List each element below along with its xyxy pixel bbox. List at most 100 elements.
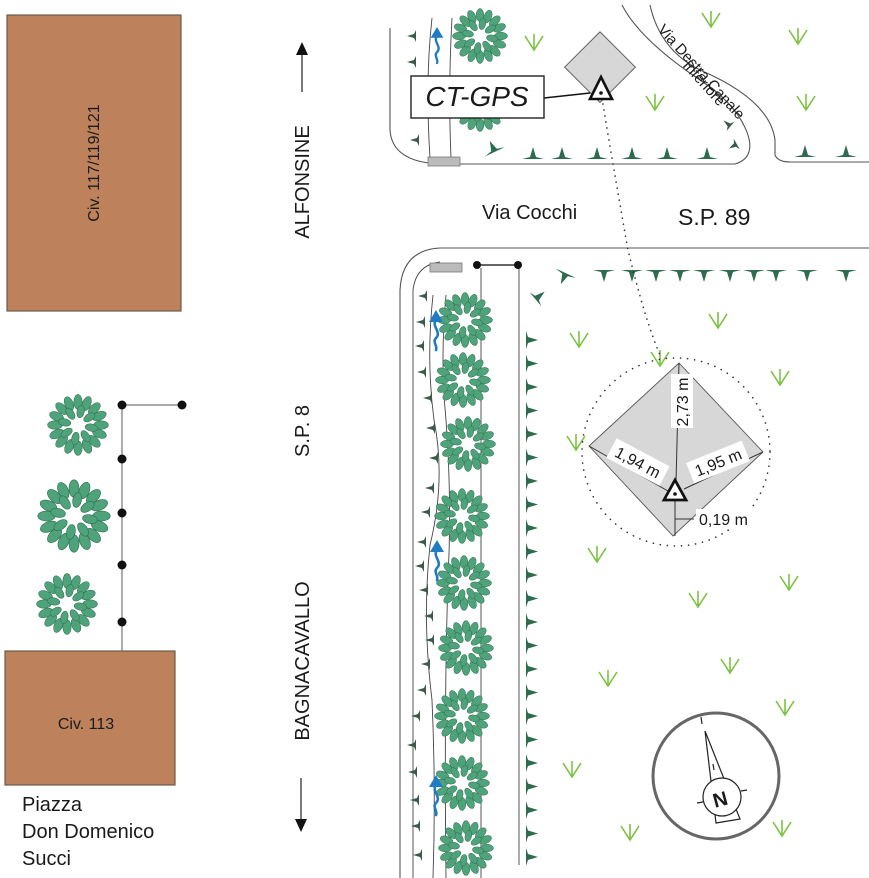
grass-tuft (775, 698, 795, 716)
hedge-mark (415, 560, 424, 572)
grass-tuft (569, 330, 589, 348)
hedge-mark (526, 754, 538, 772)
hedge-mark (719, 270, 741, 282)
direction-north-label: ALFONSINE (292, 125, 314, 238)
hedge-mark (526, 495, 538, 514)
hedge-mark (835, 270, 857, 282)
tree (435, 352, 491, 408)
tree (436, 555, 492, 611)
grass-tuft (587, 545, 607, 563)
left-fence (117, 400, 187, 651)
road-label-sp8: S.P. 8 (292, 405, 314, 457)
hedge-mark (550, 268, 576, 289)
hedge-mark (526, 566, 538, 584)
hedge-mark (526, 730, 538, 749)
hedge-mark (421, 506, 430, 518)
direction-north: ALFONSINE (292, 42, 314, 239)
hedge-left-small (407, 290, 438, 861)
culvert (429, 262, 463, 273)
hedge-mark (693, 270, 715, 282)
hedge-mark (526, 636, 538, 655)
hedge-mark (593, 270, 615, 282)
tree (440, 416, 496, 472)
grass-tuft (772, 819, 792, 837)
hedge-mark (765, 270, 787, 282)
hedge-mark (526, 660, 538, 678)
hedge-mark (526, 848, 538, 866)
tree (437, 292, 493, 348)
hedge-mark (416, 316, 425, 328)
survey-marker-icon (587, 74, 615, 101)
hedge-mark (526, 425, 538, 443)
grass-tuft (650, 349, 670, 367)
hedge-mark (418, 290, 427, 302)
building-civ-113-label: Civ. 113 (58, 716, 114, 733)
distance-north: 2,73 m (675, 378, 692, 427)
culvert (427, 156, 461, 167)
tree (434, 688, 490, 744)
road-label-via-destra: Via Destra Canale Inferiore (654, 21, 748, 123)
hedge-mark (526, 378, 538, 396)
hedge-mark (645, 270, 667, 282)
place-label: Piazza Don Domenico Succi (22, 794, 154, 870)
grass-tuft (796, 93, 816, 111)
survey-marker-icon (661, 477, 689, 502)
grass-tuft (720, 656, 740, 674)
hedge-mark (526, 448, 538, 467)
road-label-sp8-text: S.P. 8 (292, 405, 314, 457)
building-civ-113: Civ. 113 (4, 650, 176, 786)
hedge-mark (424, 610, 433, 622)
hedge-mark (621, 270, 643, 282)
tree (37, 479, 111, 553)
station-callout: CT-GPS (410, 75, 591, 119)
north-label: N (711, 788, 731, 813)
building-civ-117-label: Civ. 117/119/121 (86, 104, 103, 222)
grass-tuft (708, 311, 728, 329)
direction-south-label: BAGNACAVALLO (292, 581, 314, 740)
road-label-sp89: S.P. 89 (678, 204, 750, 230)
detail-circle (581, 357, 771, 547)
grass-tuft (701, 10, 721, 28)
hedge-mark (417, 366, 426, 378)
tree (438, 620, 494, 676)
water-flow-icon (429, 25, 445, 65)
hedge-mark (529, 284, 551, 307)
gate (473, 261, 522, 269)
north-arrow: N (651, 711, 781, 841)
hedge-mark (526, 331, 538, 349)
road-label-via-cocchi: Via Cocchi (482, 202, 577, 224)
tree (438, 820, 494, 876)
hedge-mark (743, 270, 765, 282)
hedge-mark (526, 472, 538, 490)
hedge-mark (526, 354, 538, 373)
hedge-east-west (529, 268, 857, 307)
distance-offset: 0,19 m (699, 512, 748, 529)
hedge-mark (526, 519, 538, 537)
grass-tuft (598, 669, 618, 687)
hedge-mark (669, 270, 691, 282)
place-label-line-3: Succi (22, 848, 71, 870)
hedge-mark (415, 340, 424, 352)
hedge-mark (410, 794, 419, 806)
hedge-mark (423, 392, 432, 404)
hedge-mark (417, 684, 426, 696)
hedge-mark (526, 777, 538, 796)
hedge-mark (425, 482, 434, 494)
hedge-mark (526, 589, 538, 608)
building-civ-117: Civ. 117/119/121 (6, 14, 182, 312)
grass-tuft (770, 368, 790, 386)
leader-line (602, 103, 661, 356)
hedge-mark (425, 634, 434, 646)
hedge-mark (411, 710, 420, 722)
station-label: CT-GPS (425, 81, 529, 112)
direction-south: BAGNACAVALLO (292, 581, 314, 832)
hedge-mark (526, 401, 538, 420)
tree (36, 573, 98, 635)
arrow-up-icon (296, 42, 308, 55)
station-overview (564, 31, 636, 104)
hedge-mark (526, 683, 538, 702)
hedge-mark (526, 801, 538, 819)
hedge-mark (411, 820, 420, 832)
left-trees (36, 394, 111, 635)
